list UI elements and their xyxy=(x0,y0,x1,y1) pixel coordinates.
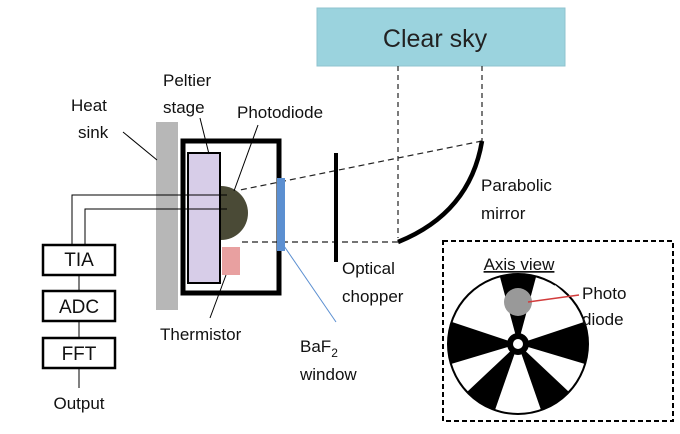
photodiode-label: Photodiode xyxy=(237,103,323,122)
window-label-2: window xyxy=(299,365,357,384)
tia-label: TIA xyxy=(64,250,94,271)
peltier-leader xyxy=(199,117,210,155)
heat-label-1: Heat xyxy=(71,96,107,115)
clear-sky-box xyxy=(316,7,566,67)
clear-sky-label: Clear sky xyxy=(383,25,488,53)
chopper-blade-lower-left xyxy=(467,344,518,410)
adc-box xyxy=(41,289,117,323)
photodiode xyxy=(221,186,248,240)
photo-label-1: Photo xyxy=(582,284,626,303)
peltier-label-2: stage xyxy=(163,98,205,117)
chopper-blade-upper-left xyxy=(448,322,518,364)
baf2-window xyxy=(277,178,285,251)
optical-label-2: chopper xyxy=(342,287,404,306)
adc-label: ADC xyxy=(59,297,99,318)
fft-label: FFT xyxy=(62,344,97,365)
peltier-stage xyxy=(187,152,221,284)
output-label: Output xyxy=(53,394,104,413)
ray-top xyxy=(239,140,483,191)
window-label-1: BaF2 xyxy=(300,337,338,360)
window-leader xyxy=(283,245,337,323)
wire-tia-bottom xyxy=(84,208,227,245)
heat-sink-leader xyxy=(122,131,158,161)
tia-box xyxy=(41,243,117,277)
fft-box xyxy=(41,336,117,370)
axis-view-title: Axis view xyxy=(484,255,556,274)
photodiode-leader xyxy=(233,124,259,192)
heat-label-2: sink xyxy=(78,123,109,142)
chopper-blade-upper-right xyxy=(518,322,588,364)
axis-view-panel xyxy=(442,240,674,422)
window-label-sub: 2 xyxy=(331,346,338,360)
chopper-blade-lower-right xyxy=(518,344,569,410)
thermistor-label: Thermistor xyxy=(160,325,242,344)
chopper-hub-inner xyxy=(513,339,523,349)
chopper-wheel xyxy=(447,273,589,415)
photodiode-axis xyxy=(504,288,532,316)
parabolic-label-2: mirror xyxy=(481,204,526,223)
thermistor-leader xyxy=(209,274,227,319)
parabolic-mirror xyxy=(397,140,485,245)
chopper-blade-extra-right xyxy=(518,285,570,344)
peltier-label-1: Peltier xyxy=(163,71,212,90)
wire-tia-top xyxy=(71,194,227,245)
heat-sink xyxy=(156,122,178,310)
optical-label-1: Optical xyxy=(342,259,395,278)
parabolic-label-1: Parabolic xyxy=(481,176,552,195)
thermistor xyxy=(222,247,240,275)
photodiode-axis-leader xyxy=(527,294,580,303)
photo-label-2: diode xyxy=(582,310,624,329)
window-label-main: BaF xyxy=(300,337,331,356)
